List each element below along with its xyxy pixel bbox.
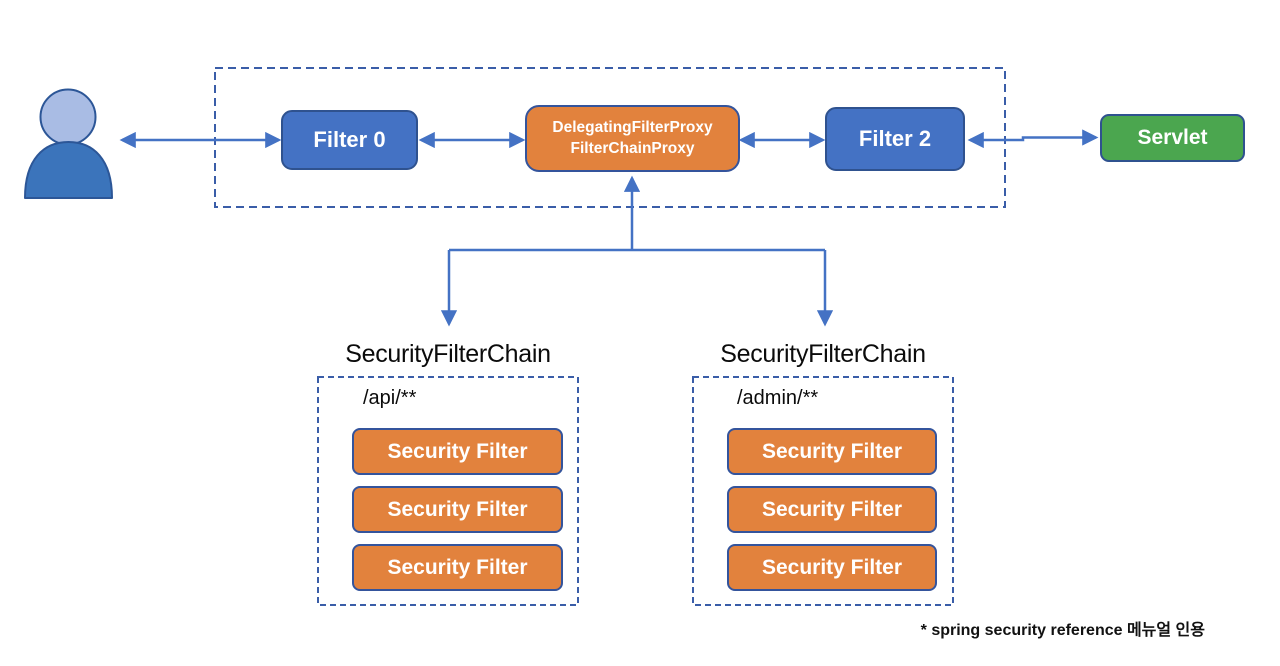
security-filter-box: Security Filter: [727, 544, 937, 591]
proxy-label-line2: FilterChainProxy: [570, 139, 695, 157]
security-filter-box: Security Filter: [727, 428, 937, 475]
security-filter-box: Security Filter: [352, 486, 563, 533]
security-filter-chain-title-right: SecurityFilterChain: [720, 340, 926, 368]
security-filter-box: Security Filter: [727, 486, 937, 533]
security-filter-chain-title-left: SecurityFilterChain: [345, 340, 551, 368]
chain-dashed-box-left: [317, 376, 579, 606]
arrow-filter2-servlet: [967, 129, 1099, 149]
security-filter-box: Security Filter: [352, 544, 563, 591]
footnote-text: * spring security reference 메뉴얼 인용: [920, 622, 1205, 639]
url-pattern-label-admin: /admin/**: [737, 387, 819, 409]
delegating-filter-proxy-node: DelegatingFilterProxy FilterChainProxy: [525, 105, 740, 172]
filter2-node: Filter 2: [825, 107, 965, 171]
servlet-node: Servlet: [1100, 114, 1245, 162]
proxy-label-line1: DelegatingFilterProxy: [552, 119, 713, 137]
person-icon: [24, 88, 113, 199]
security-filter-box: Security Filter: [352, 428, 563, 475]
filter0-node: Filter 0: [281, 110, 418, 170]
chain-dashed-box-right: [692, 376, 954, 606]
url-pattern-label-api: /api/**: [363, 387, 417, 409]
